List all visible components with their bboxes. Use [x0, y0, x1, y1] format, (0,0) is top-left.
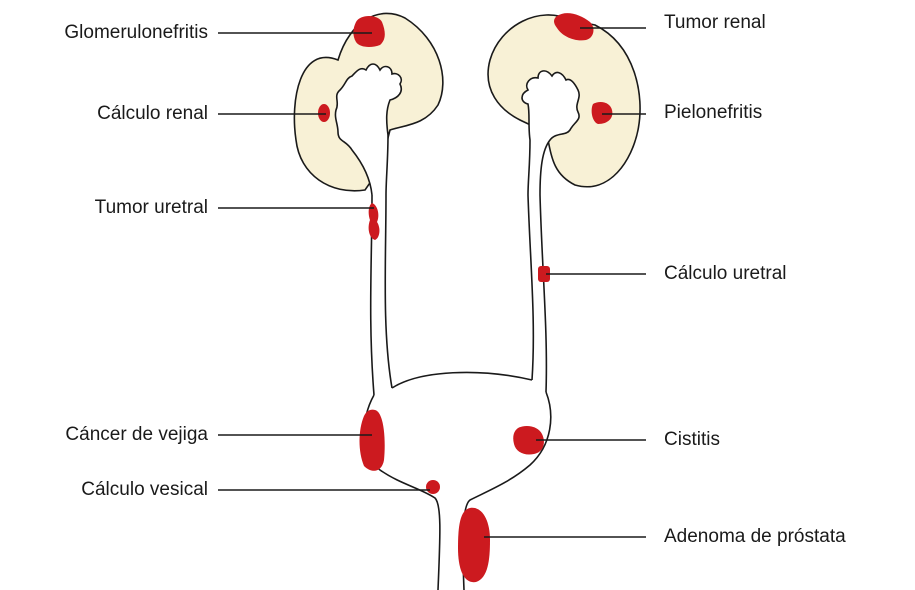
cancer-vejiga-lesion	[360, 410, 385, 471]
calculo-vesical-lesion	[426, 480, 440, 494]
calculo-vesical-label: Cálculo vesical	[81, 479, 208, 501]
tumor-renal-label: Tumor renal	[664, 12, 766, 34]
calculo-renal-label: Cálculo renal	[97, 103, 208, 125]
bladder	[364, 372, 551, 590]
calculo-uretral-label: Cálculo uretral	[664, 263, 787, 285]
pielonefritis-label: Pielonefritis	[664, 102, 762, 124]
cancer-vejiga-label: Cáncer de vejiga	[65, 424, 208, 446]
adenoma-prostata-lesion	[458, 508, 490, 582]
right-ureter	[528, 195, 546, 392]
tumor-uretral-label: Tumor uretral	[95, 197, 208, 219]
cistitis-label: Cistitis	[664, 429, 720, 451]
adenoma-prostata-label: Adenoma de próstata	[664, 526, 846, 548]
calculo-renal-lesion	[318, 104, 330, 122]
glomerulonefritis-label: Glomerulonefritis	[64, 22, 208, 44]
glomerulonefritis-lesion	[353, 16, 384, 47]
